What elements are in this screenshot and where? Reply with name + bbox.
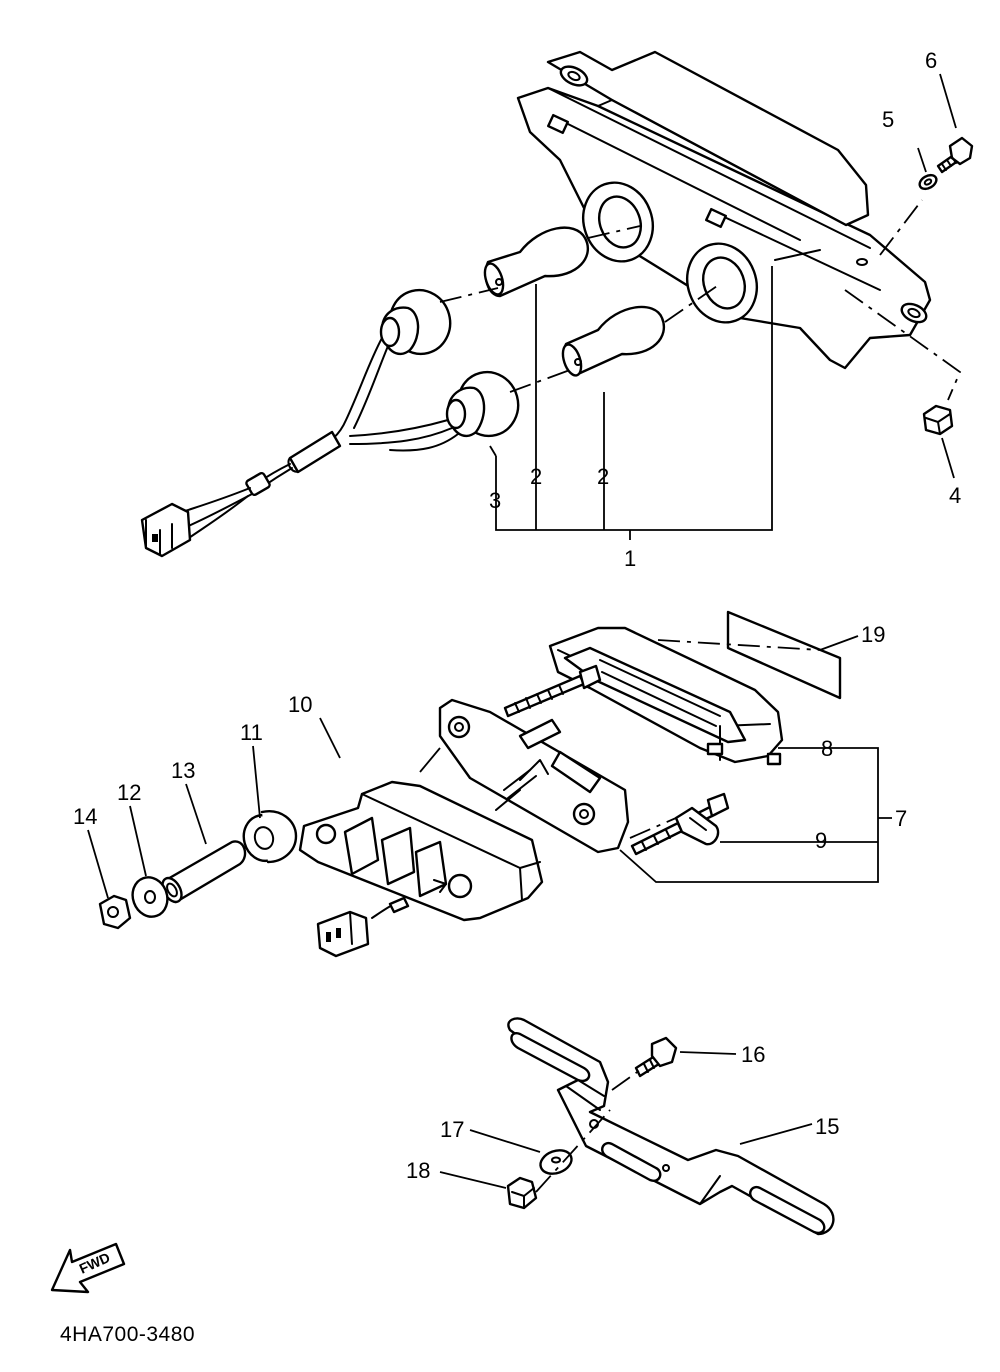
- connector-lower: [316, 896, 410, 958]
- callout-15: 15: [815, 1114, 839, 1139]
- callout-2-left: 2: [530, 464, 542, 489]
- callout-4: 4: [949, 483, 961, 508]
- lens-cover: [548, 626, 784, 766]
- leader-3: [489, 445, 497, 457]
- callout-12: 12: [117, 780, 141, 805]
- leader-6: [939, 73, 957, 129]
- leader-14: [87, 829, 109, 899]
- assembly-line-fastener: [535, 1069, 641, 1193]
- leader-11: [252, 745, 261, 819]
- callout-10: 10: [288, 692, 312, 717]
- leader-17: [469, 1129, 541, 1153]
- callout-7: 7: [895, 806, 907, 831]
- callout-17: 17: [440, 1117, 464, 1142]
- screw-6: [936, 136, 974, 174]
- nut-4: [922, 404, 954, 436]
- leader-15: [739, 1123, 813, 1145]
- callout-5: 5: [882, 107, 894, 132]
- license-light-assembly: [87, 610, 892, 958]
- callout-8: 8: [821, 736, 833, 761]
- washer-17: [539, 1149, 573, 1175]
- light-bracket: [298, 747, 544, 922]
- assembly-line-label: [657, 639, 821, 651]
- callout-19: 19: [861, 622, 885, 647]
- callout-2-right: 2: [597, 464, 609, 489]
- washer-5: [918, 173, 938, 191]
- washer-12: [131, 876, 169, 918]
- base-plate: [438, 698, 630, 854]
- callout-1: 1: [624, 546, 636, 571]
- leader-12: [129, 805, 147, 877]
- leader-5: [917, 147, 927, 173]
- leader-10: [319, 717, 341, 759]
- leader-13: [185, 783, 207, 845]
- callout-9: 9: [815, 828, 827, 853]
- assembly-line-bulb9: [629, 817, 677, 839]
- leader-18: [439, 1171, 507, 1189]
- license-plate-bracket: [507, 1017, 835, 1236]
- collar-13: [161, 840, 247, 904]
- screw-16: [634, 1036, 678, 1078]
- callout-labels: 1 2 2 3 4 5 6 7 8 9 10 11 12 13 14 15 16…: [73, 48, 961, 1183]
- leader-16: [679, 1051, 737, 1055]
- bulb-upper: [483, 226, 590, 298]
- license-plate-bracket-group: [439, 1017, 835, 1236]
- bracket-group-1: [495, 266, 773, 540]
- leader-4: [941, 437, 955, 479]
- taillight-housing: [516, 50, 932, 370]
- nut-14: [98, 894, 132, 930]
- callout-3: 3: [489, 488, 501, 513]
- callout-13: 13: [171, 758, 195, 783]
- callout-16: 16: [741, 1042, 765, 1067]
- grommet-11: [242, 810, 298, 864]
- taillight-assembly: [140, 50, 974, 558]
- callout-18: 18: [406, 1158, 430, 1183]
- nut-18: [506, 1176, 538, 1210]
- drawing-code: 4HA700-3480: [60, 1323, 195, 1346]
- callout-6: 6: [925, 48, 937, 73]
- assembly-line-lower: [509, 283, 721, 393]
- assembly-line-nut: [844, 289, 962, 401]
- bulb-lower: [561, 305, 665, 377]
- label-plate: [726, 610, 842, 700]
- callout-11: 11: [240, 720, 263, 745]
- bracket-group-7: [619, 747, 892, 883]
- leader-19: [819, 635, 859, 651]
- callout-14: 14: [73, 804, 97, 829]
- assembly-line-screw: [879, 199, 923, 256]
- forward-arrow-icon: FWD: [50, 1242, 126, 1294]
- assembly-line-upper: [439, 225, 641, 303]
- bulb-9: [674, 806, 720, 846]
- socket-harness: [140, 288, 520, 558]
